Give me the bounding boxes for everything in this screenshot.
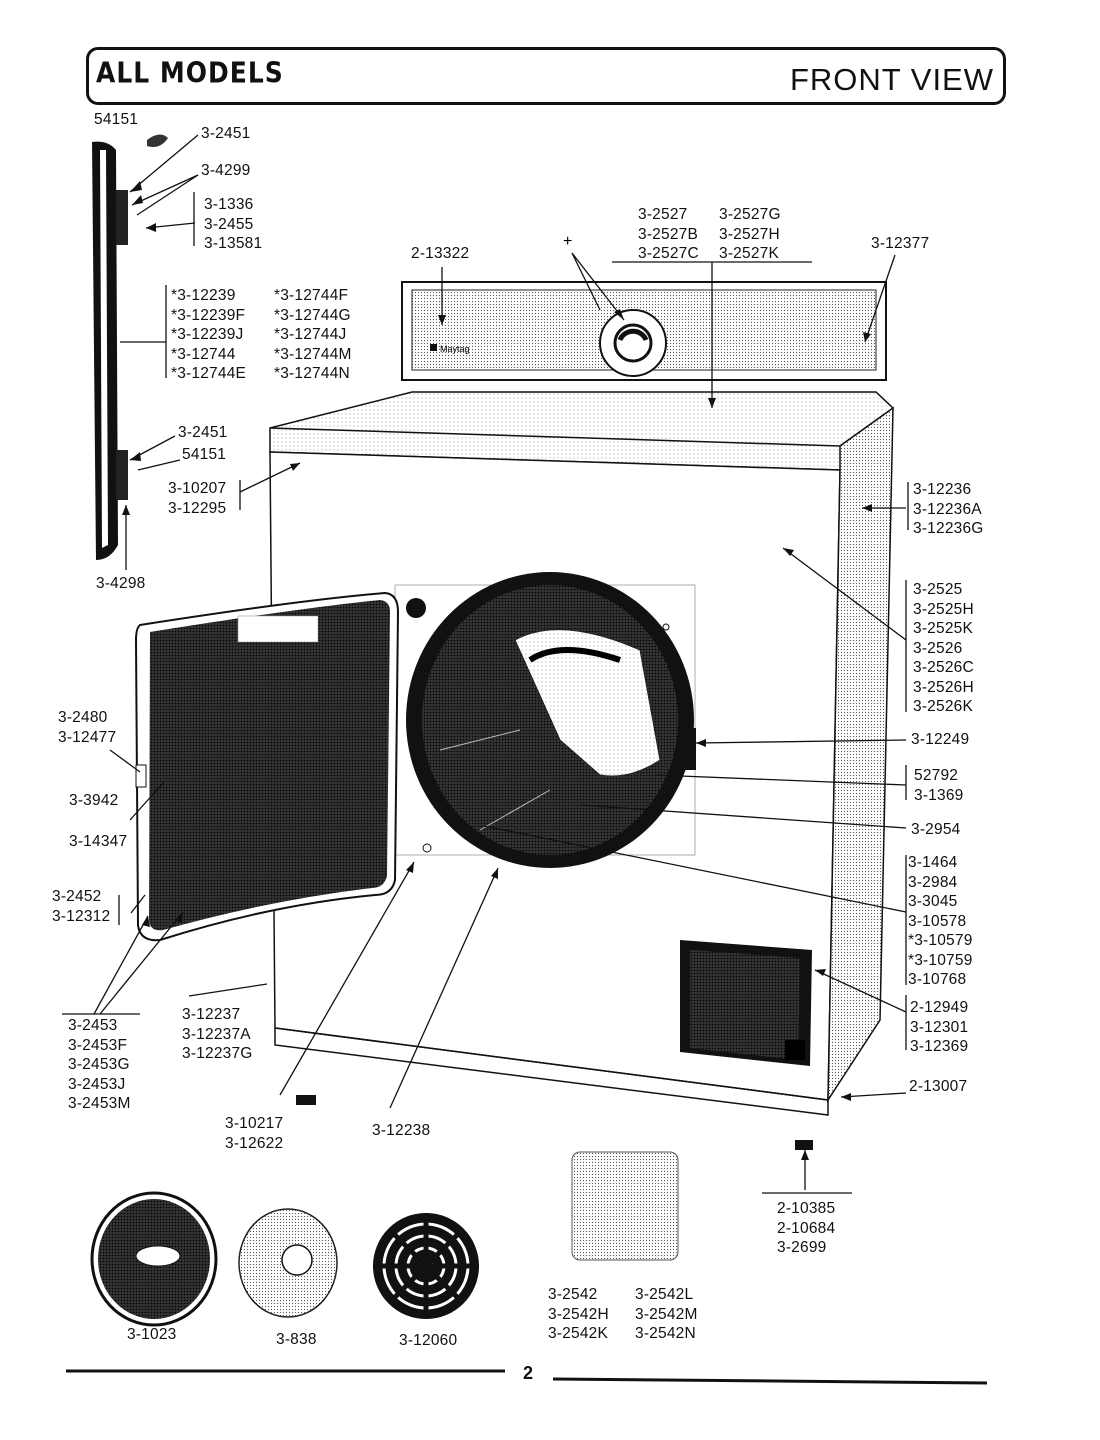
callout-door-bottom-a: 3-2451: [178, 424, 228, 441]
callout-lint-filter: 2-12949 3-12301 3-12369: [910, 999, 969, 1055]
callout-door-hinge-set: 3-2453 3-2453F 3-2453G 3-2453J 3-2453M: [68, 1017, 131, 1112]
header-title-right: FRONT VIEW: [789, 62, 994, 97]
callout-door-latch: 3-2480 3-12477: [58, 709, 117, 746]
callout-filter-3: 3-12060: [399, 1332, 458, 1349]
callout-door-panel-b: *3-12744F *3-12744G *3-12744J *3-12744M …: [274, 287, 352, 382]
control-console: Maytag: [401, 281, 887, 381]
callout-badge: 2-13322: [411, 245, 470, 262]
callout-door-bottom-c: 3-10207 3-12295: [168, 480, 227, 517]
cabinet: [269, 391, 895, 1150]
callout-front-panel: 3-12237 3-12237A 3-12237G: [182, 1006, 253, 1062]
arrowheads: [122, 181, 872, 1160]
callout-legs: 2-10385 2-10684 3-2699: [777, 1200, 836, 1256]
open-door: [134, 591, 400, 942]
callout-control-knob: 3-2527 3-2527B 3-2527C: [638, 206, 699, 262]
lint-compartment: [680, 940, 812, 1066]
callout-cabinet-side: 3-12236 3-12236A 3-12236G: [913, 481, 984, 537]
callout-panel-end: 3-12377: [871, 235, 930, 252]
callout-door-top-a: 54151: [94, 111, 139, 128]
callout-latch-strike: 3-12249: [911, 731, 970, 748]
callout-filter-2: 3-838: [276, 1331, 317, 1348]
plus-marker: +: [563, 233, 572, 250]
callout-door-b: 3-14347: [69, 833, 128, 850]
console-brand: Maytag: [440, 344, 470, 354]
callout-screw: 3-10217 3-12622: [225, 1115, 284, 1152]
footer-rule-right: [552, 1377, 988, 1385]
callout-drum-c: 3-1464 3-2984 3-3045 3-10578 *3-10579 *3…: [908, 854, 973, 988]
callout-access-panel-b: 3-2542L 3-2542M 3-2542N: [635, 1286, 698, 1342]
header-title-left: ALL MODELS: [96, 55, 284, 90]
callout-drum-seal: 3-12238: [372, 1122, 431, 1139]
callout-door-c: 3-2452 3-12312: [52, 888, 111, 925]
door-side-profile: [92, 134, 168, 560]
callout-base: 2-13007: [909, 1078, 968, 1095]
callout-door-panel-a: *3-12239 *3-12239F *3-12239J *3-12744 *3…: [171, 287, 247, 382]
header-frame: [86, 47, 1006, 105]
drum-opening: [406, 572, 696, 868]
callout-cabinet-top: 3-2525 3-2525H 3-2525K 3-2526 3-2526C 3-…: [913, 581, 974, 715]
page-number: 2: [523, 1363, 534, 1383]
callout-control-knob-b: 3-2527G 3-2527H 3-2527K: [719, 206, 781, 262]
callout-door-bottom-b: 54151: [182, 446, 227, 463]
callout-door-top-c: 3-4299: [201, 162, 251, 179]
callout-door-top-d: 3-1336 3-2455 3-13581: [204, 196, 263, 252]
callout-access-panel-a: 3-2542 3-2542H 3-2542K: [548, 1286, 609, 1342]
callout-door-bottom-d: 3-4298: [96, 575, 146, 592]
callout-drum-b: 3-2954: [911, 821, 961, 838]
filter-screens: [90, 1151, 679, 1327]
callout-door-top-b: 3-2451: [201, 125, 251, 142]
callout-filter-1: 3-1023: [127, 1326, 177, 1343]
callout-door-a: 3-3942: [69, 792, 119, 809]
callout-drum-a: 52792 3-1369: [914, 767, 964, 804]
leader-lines: [62, 134, 909, 1194]
